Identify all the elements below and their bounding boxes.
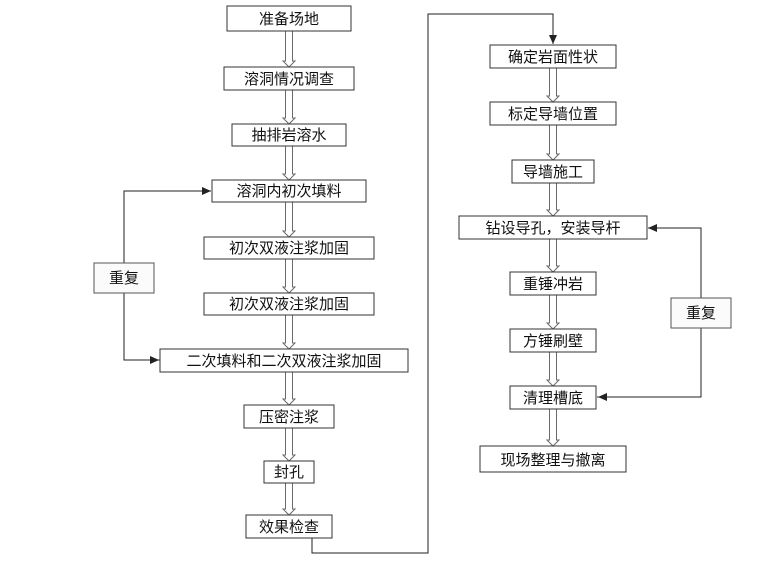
step-guide-wall-construction: 导墙施工 (511, 159, 595, 184)
flow-arrow-left-2 (281, 90, 297, 125)
svg-text:溶洞情况调查: 溶洞情况调查 (244, 70, 334, 88)
svg-text:初次双液注浆加固: 初次双液注浆加固 (229, 295, 349, 313)
svg-text:确定岩面性状: 确定岩面性状 (508, 48, 598, 66)
svg-text:重锤冲岩: 重锤冲岩 (523, 275, 583, 293)
step-first-grouting-b: 初次双液注浆加固 (203, 292, 375, 316)
flow-arrow-right-5 (545, 295, 561, 330)
flow-arrow-right-2 (545, 125, 561, 161)
flow-arrow-right-1 (545, 68, 561, 103)
repeat-loop-right-upper (648, 224, 702, 298)
svg-text:溶洞内初次填料: 溶洞内初次填料 (236, 182, 341, 200)
step-effect-check: 效果检查 (245, 514, 333, 539)
svg-text:压密注浆: 压密注浆 (259, 408, 319, 426)
step-first-grouting-a: 初次双液注浆加固 (203, 236, 375, 260)
repeat-loop-left-upper (123, 187, 211, 263)
svg-text:封孔: 封孔 (274, 463, 304, 481)
step-mark-guide-wall: 标定导墙位置 (489, 101, 617, 126)
svg-text:抽排岩溶水: 抽排岩溶水 (251, 126, 326, 144)
step-first-fill: 溶洞内初次填料 (211, 179, 367, 203)
svg-text:导墙施工: 导墙施工 (523, 163, 583, 181)
svg-text:重复: 重复 (686, 304, 716, 322)
flow-arrow-left-8 (281, 428, 297, 462)
flow-arrow-left-4 (281, 202, 297, 238)
repeat-label-left: 重复 (93, 262, 155, 294)
step-drill-guide-hole: 钻设导孔，安装导杆 (458, 215, 648, 240)
svg-text:现场整理与撤离: 现场整理与撤离 (500, 451, 605, 469)
flow-arrow-right-3 (545, 183, 561, 217)
flow-arrow-right-4 (545, 239, 561, 273)
step-clean-trench-bottom: 清理槽底 (509, 385, 597, 410)
svg-text:钻设导孔，安装导杆: 钻设导孔，安装导杆 (485, 219, 620, 237)
flow-arrow-left-1 (281, 31, 297, 68)
flow-arrow-left-6 (281, 315, 297, 350)
step-compaction-grouting: 压密注浆 (243, 404, 335, 429)
flow-arrow-left-3 (281, 146, 297, 181)
step-determine-rock-surface: 确定岩面性状 (489, 44, 617, 69)
step-second-fill-grouting: 二次填料和二次双液注浆加固 (159, 348, 409, 373)
step-heavy-hammer: 重锤冲岩 (509, 271, 597, 296)
svg-text:标定导墙位置: 标定导墙位置 (508, 105, 598, 123)
flow-arrow-left-5 (281, 259, 297, 294)
svg-text:重复: 重复 (109, 269, 139, 287)
svg-text:效果检查: 效果检查 (259, 518, 319, 536)
flow-arrow-right-7 (545, 409, 561, 447)
repeat-loop-right-lower (597, 328, 702, 398)
svg-text:清理槽底: 清理槽底 (523, 389, 583, 407)
svg-text:方锤刷壁: 方锤刷壁 (523, 332, 583, 350)
step-seal-hole: 封孔 (263, 460, 315, 484)
step-square-hammer-brush: 方锤刷壁 (509, 328, 597, 353)
flow-arrow-right-6 (545, 352, 561, 387)
repeat-label-right: 重复 (670, 297, 732, 329)
step-karst-survey: 溶洞情况调查 (223, 66, 355, 91)
flow-arrow-left-9 (281, 483, 297, 516)
svg-text:初次双液注浆加固: 初次双液注浆加固 (229, 239, 349, 257)
svg-text:准备场地: 准备场地 (259, 10, 319, 28)
flow-arrow-left-7 (281, 372, 297, 406)
step-site-cleanup: 现场整理与撤离 (479, 445, 627, 473)
repeat-loop-left-lower (123, 293, 160, 361)
svg-text:二次填料和二次双液注浆加固: 二次填料和二次双液注浆加固 (186, 352, 381, 370)
step-drain-karst-water: 抽排岩溶水 (231, 123, 347, 147)
step-prepare-site: 准备场地 (226, 5, 352, 32)
